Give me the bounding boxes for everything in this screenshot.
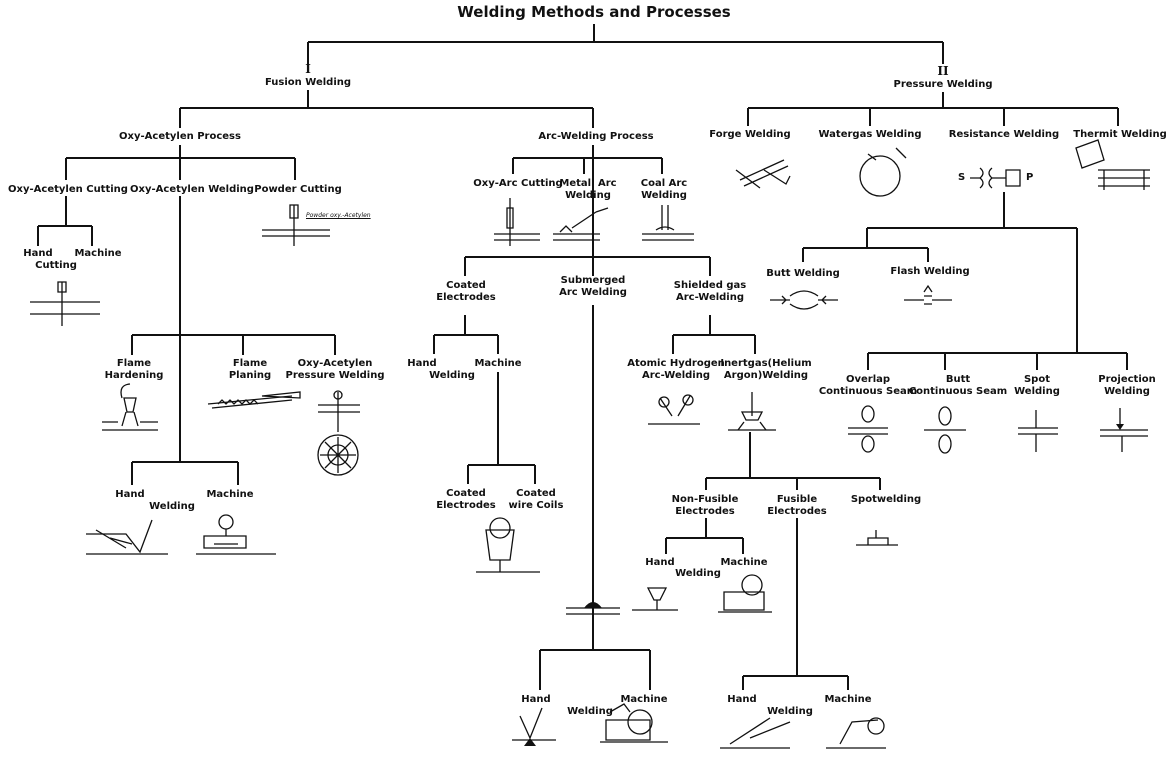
thermit-welding-icon	[1075, 139, 1150, 190]
hand-cutting-torch-icon	[30, 281, 100, 326]
resistance-welding-label: Resistance Welding	[948, 129, 1060, 140]
oxy-process-label: Oxy-Acetylen Process	[119, 131, 241, 142]
metal-arc-label: Metall Arc Welding	[559, 178, 617, 201]
atomic-hydrogen-icon	[648, 394, 700, 425]
non-fusible-welding: Welding	[675, 568, 721, 579]
oxy-arc-cutting-icon	[494, 198, 540, 246]
fusible-hand-icon	[720, 717, 791, 749]
flash-welding-icon	[904, 284, 952, 305]
oxy-cutting-machine: Machine	[74, 248, 122, 259]
butt-seam-icon	[924, 406, 966, 454]
resistance-s-label: S	[958, 172, 966, 183]
forge-welding-icon	[735, 159, 791, 189]
spotwelding-icon	[856, 530, 898, 546]
spot-welding-icon	[1018, 410, 1058, 452]
submerged-arc-label: Submerged Arc Welding	[559, 275, 627, 298]
coated-wire-coils-label: Coated wire Coils	[508, 488, 564, 511]
watergas-welding-icon	[859, 147, 907, 197]
metal-arc-welding-icon	[553, 207, 609, 241]
fusible-machine: Machine	[824, 694, 872, 705]
submerged-hand-icon	[512, 707, 556, 746]
fusible-label: Fusible Electrodes	[767, 494, 827, 517]
coated-electrodes-sub-label: Coated Electrodes	[436, 488, 496, 511]
diagram-title: Welding Methods and Processes	[457, 3, 731, 21]
fusion-numeral: I	[305, 62, 311, 76]
powder-cutting-caption: Powder oxy.-Acetylen	[306, 212, 371, 219]
hand-oxy-welding-icon	[86, 519, 168, 555]
butt-welding-label: Butt Welding	[766, 268, 840, 279]
non-fusible-hand: Hand	[645, 557, 675, 568]
oxy-welding-welding: Welding	[149, 501, 195, 512]
inertgas-welding-icon	[728, 392, 776, 431]
oxy-cutting-hand: Hand	[23, 248, 53, 259]
fusion-welding-label: Fusion Welding	[264, 77, 352, 88]
oxy-arc-cutting-label: Oxy-Arc Cutting	[473, 178, 563, 189]
coated-electrodes-label: Coated Electrodes	[436, 280, 496, 303]
flash-welding-label: Flash Welding	[890, 266, 970, 277]
oxy-pressure-welding-label: Oxy-Acetylen Pressure Welding	[285, 358, 385, 381]
coated-electrodes-machine-icon	[476, 517, 540, 573]
flame-planing-icon	[207, 391, 301, 409]
oxy-cutting-cutting: Cutting	[35, 260, 77, 271]
oxy-welding-label: Oxy-Acetylen Welding	[130, 184, 254, 195]
arc-process-label: Arc-Welding Process	[538, 131, 654, 142]
submerged-machine: Machine	[620, 694, 668, 705]
overlap-seam-icon	[848, 405, 888, 453]
spot-welding-label: Spot Welding	[1014, 374, 1060, 397]
projection-welding-label: Projection Welding	[1098, 374, 1156, 397]
submerged-arc-icon	[566, 585, 620, 615]
fusible-hand: Hand	[727, 694, 757, 705]
pressure-welding-label: Pressure Welding	[893, 79, 993, 90]
thermit-welding-label: Thermit Welding	[1073, 129, 1167, 140]
oxy-cutting-label: Oxy-Acetylen Cutting	[8, 184, 128, 195]
coal-arc-label: Coal Arc Welding	[640, 178, 688, 201]
oxy-welding-machine: Machine	[206, 489, 254, 500]
atomic-hydrogen-label: Atomic Hydrogen Arc-Welding	[627, 358, 725, 381]
oxy-welding-hand: Hand	[115, 489, 145, 500]
flame-hardening-label: Flame Hardening	[104, 358, 164, 381]
non-fusible-machine-icon	[718, 574, 772, 613]
non-fusible-hand-icon	[632, 587, 678, 611]
butt-welding-icon	[770, 290, 838, 310]
inertgas-label: Inertgas(Helium Argon)Welding	[720, 358, 812, 381]
machine-oxy-welding-icon	[196, 514, 276, 555]
flame-hardening-icon	[102, 383, 158, 431]
submerged-welding: Welding	[567, 706, 613, 717]
submerged-hand: Hand	[521, 694, 551, 705]
resistance-sp-icon	[970, 167, 1021, 189]
coated-hand: Hand	[407, 358, 437, 369]
pressure-numeral: II	[937, 64, 949, 78]
overlap-seam-label: Overlap Continuous Seam	[818, 374, 918, 397]
resistance-p-label: P	[1026, 172, 1034, 183]
spotwelding-label: Spotwelding	[850, 494, 922, 505]
shielded-gas-label: Shielded gas Arc-Welding	[673, 280, 747, 303]
non-fusible-label: Non-Fusible Electrodes	[671, 494, 739, 517]
butt-seam-label: Butt Continuous Seam	[908, 374, 1008, 397]
fusible-welding: Welding	[767, 706, 813, 717]
non-fusible-machine: Machine	[720, 557, 768, 568]
projection-welding-icon	[1100, 408, 1148, 452]
powder-cutting-torch-icon	[262, 204, 330, 246]
forge-welding-label: Forge Welding	[709, 129, 791, 140]
flame-planing-label: Flame Planing	[228, 358, 272, 381]
watergas-welding-label: Watergas Welding	[818, 129, 922, 140]
coal-arc-welding-icon	[642, 205, 694, 241]
coated-machine: Machine	[474, 358, 522, 369]
submerged-machine-icon	[600, 703, 668, 743]
fusible-machine-icon	[826, 717, 886, 749]
powder-cutting-label: Powder Cutting	[254, 184, 342, 195]
oxy-pressure-welding-icon	[317, 390, 360, 476]
coated-welding: Welding	[429, 370, 475, 381]
